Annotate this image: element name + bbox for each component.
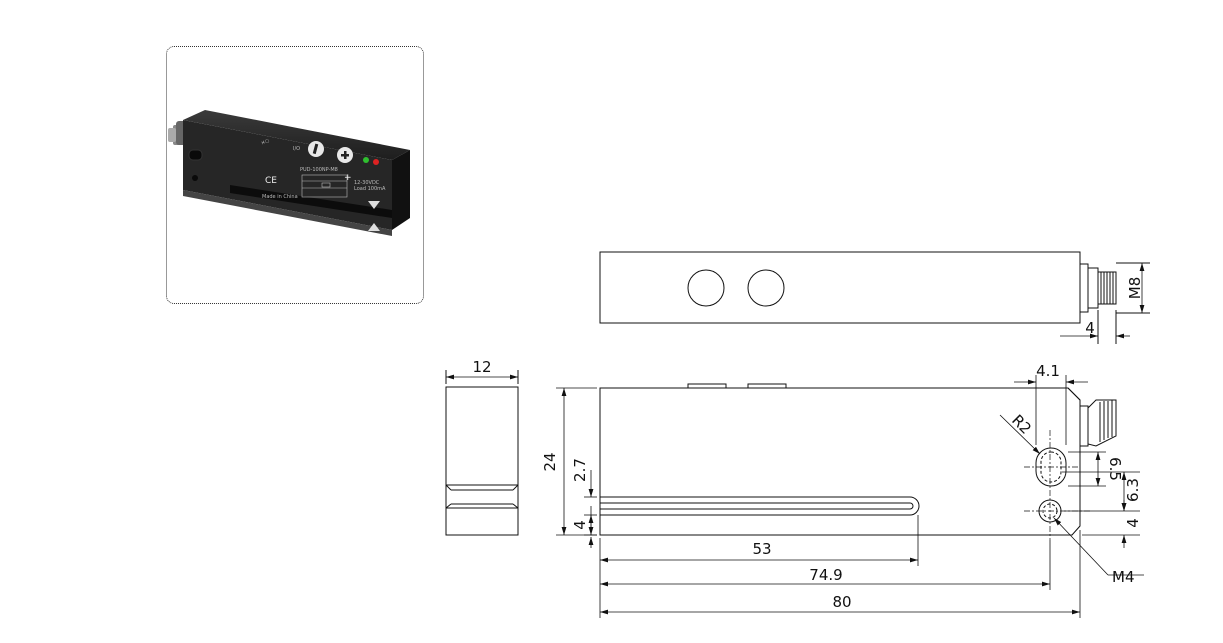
dim-right-4-label: 4 [1124,518,1142,528]
front-view-body [599,387,1081,536]
ce-mark: CE [265,176,277,186]
front-view-slot [600,496,920,516]
dim-length-74-9-label: 74.9 [809,566,842,584]
product-photo: ✕○ I/O CE Made in China PUD-100NP-M8 12-… [168,110,410,236]
dim-6-3-label: 6.3 [1124,478,1142,502]
dim-connector-4-label: 4 [1085,319,1095,337]
dim-width-12-label: 12 [472,358,491,376]
dim-base-4-label: 4 [571,520,589,530]
svg-text:+: + [344,173,352,183]
dim-4-1-label: 4.1 [1036,362,1060,380]
dim-6-5-label: 6.5 [1106,457,1124,481]
top-view-hole-2 [747,269,785,307]
product-photo-frame [166,46,424,304]
top-view [599,251,1150,344]
wiring-schematic [301,174,348,198]
dim-m4-label: M4 [1112,568,1135,586]
model-label: PUD-100NP-M8 [300,167,338,173]
dim-length-53-label: 53 [752,540,771,558]
svg-text:I/O: I/O [293,146,300,152]
front-view-connector [1079,399,1117,447]
front-view-dimensions [556,375,1144,618]
top-view-hole-1 [687,269,725,307]
front-view [599,383,1117,540]
spec-line-1: 12-30VDC [354,180,380,186]
made-in-text: Made in China [262,194,298,200]
top-view-body [599,251,1081,324]
dim-length-80-label: 80 [832,593,851,611]
side-view-body [445,386,519,536]
dim-m8-label: M8 [1126,277,1144,300]
spec-line-2: Load 100mA [354,186,386,192]
svg-text:✕○: ✕○ [260,138,270,147]
dim-slot-2-7-label: 2.7 [571,458,589,482]
top-view-connector [1079,263,1117,313]
side-view [445,370,519,536]
dim-r2-label: R2 [1008,411,1035,438]
dim-height-24-label: 24 [541,452,559,471]
